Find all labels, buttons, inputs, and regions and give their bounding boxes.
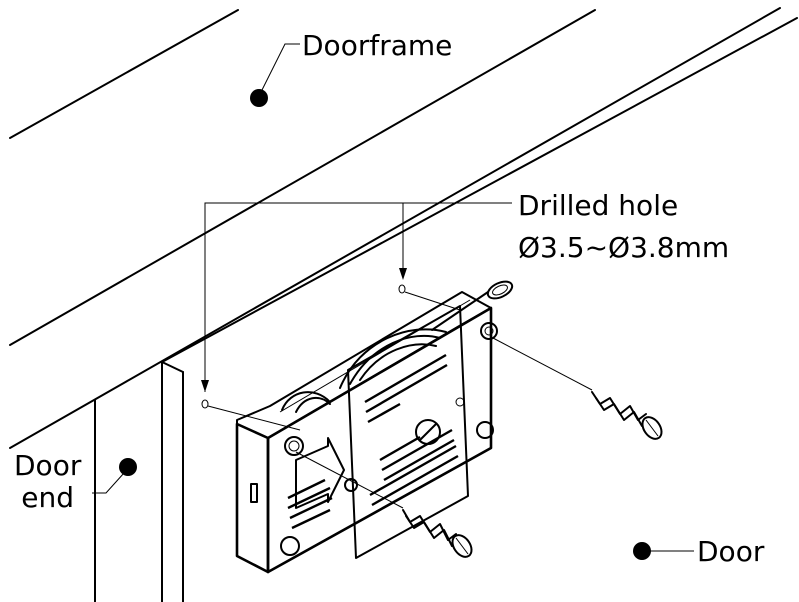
doorframe bbox=[9, 7, 798, 449]
door-end-label-line2: end bbox=[21, 481, 75, 515]
drilled-hole-right bbox=[398, 284, 406, 294]
drilled-hole-left bbox=[201, 399, 209, 409]
direction-arrow bbox=[287, 437, 345, 530]
doorframe-callout bbox=[250, 43, 300, 107]
screw-right bbox=[492, 337, 663, 440]
hole-diameter-label: Ø3.5~Ø3.8mm bbox=[518, 231, 730, 264]
drilled-hole-label: Drilled hole bbox=[518, 189, 679, 222]
wheels bbox=[269, 291, 471, 413]
door-end-label-line1: Door bbox=[14, 449, 82, 482]
roller-body bbox=[235, 280, 514, 574]
door-end-label: Door end bbox=[14, 449, 82, 515]
mounting-holes bbox=[280, 322, 498, 556]
wire-ring bbox=[431, 280, 514, 331]
drilled-hole-leader bbox=[201, 202, 512, 431]
adjustment-plate bbox=[347, 305, 469, 559]
door-callout bbox=[633, 542, 694, 560]
door-end-callout bbox=[92, 458, 137, 494]
door-slab bbox=[94, 361, 184, 602]
door-label: Door bbox=[697, 535, 765, 568]
doorframe-label: Doorframe bbox=[302, 29, 453, 62]
screw-lower bbox=[295, 451, 473, 558]
